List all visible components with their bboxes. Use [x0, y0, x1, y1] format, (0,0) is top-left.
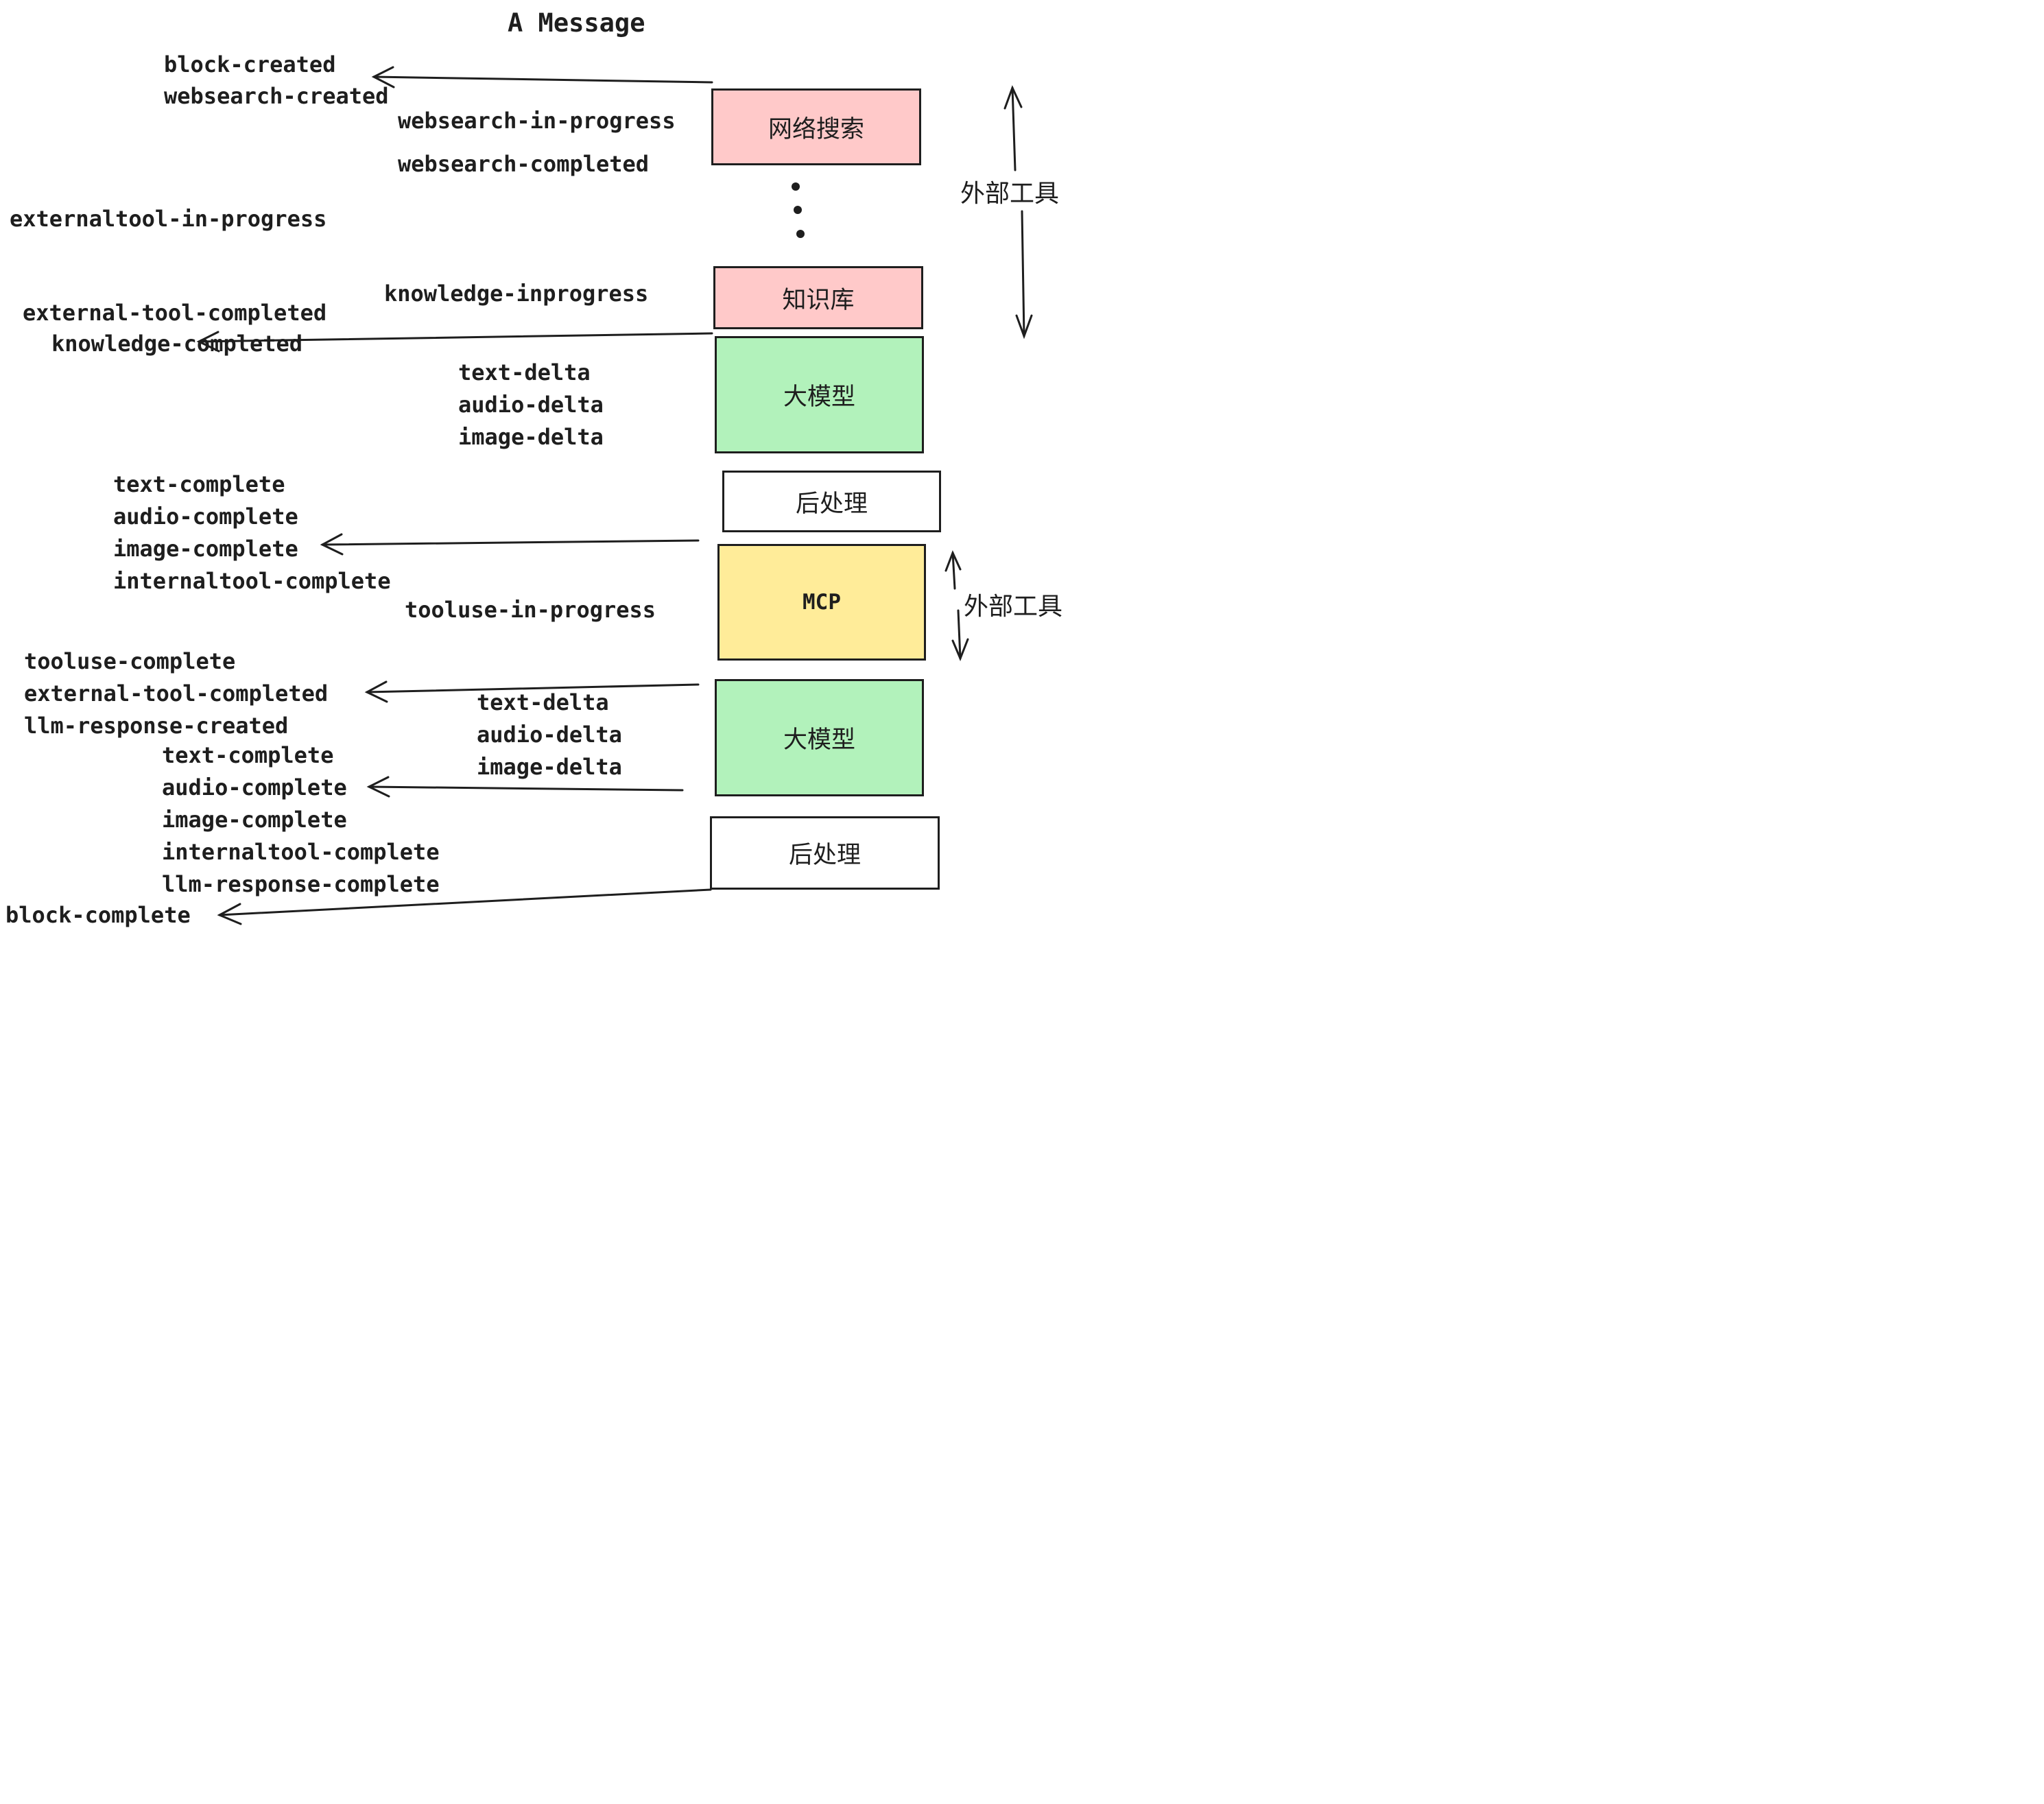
event-image-delta-2: image-delta — [477, 754, 622, 780]
arrow-down-external-tools-mid-icon — [951, 609, 969, 661]
box-mcp: MCP — [717, 544, 926, 661]
event-externaltool-in-progress: externaltool-in-progress — [10, 206, 327, 232]
arrow-left-audio-complete-icon — [366, 776, 684, 798]
event-tooluse-in-progress: tooluse-in-progress — [405, 597, 656, 623]
event-group-completes-1: text-complete audio-complete image-compl… — [113, 473, 391, 592]
event-block-created: block-created — [164, 51, 336, 78]
event-internaltool-complete: internaltool-complete — [113, 568, 391, 594]
diagram-title: A Message — [508, 8, 645, 38]
arrow-up-external-tools-top-icon — [1003, 85, 1023, 171]
event-image-delta: image-delta — [458, 424, 604, 450]
event-websearch-in-progress: websearch-in-progress — [398, 108, 676, 134]
arrow-down-external-tools-top-icon — [1015, 210, 1033, 340]
event-knowledge-completed: knowledge-completed — [51, 331, 303, 357]
event-group-deltas-2: text-delta audio-delta image-delta — [477, 691, 622, 778]
event-external-tool-completed-2: external-tool-completed — [24, 680, 329, 707]
diagram-arrows-layer — [196, 66, 1033, 925]
arrow-left-tooluse-complete-icon — [364, 680, 700, 703]
box-post-process-2: 后处理 — [710, 816, 940, 890]
event-text-delta-2: text-delta — [477, 689, 609, 715]
label-external-tools-mid: 外部工具 — [964, 593, 1062, 621]
arrow-left-block-created-icon — [371, 66, 713, 88]
box-llm-1: 大模型 — [715, 336, 924, 453]
event-audio-complete: audio-complete — [113, 503, 298, 530]
ellipsis-dots-icon — [792, 182, 805, 238]
event-block-complete: block-complete — [5, 902, 191, 928]
event-websearch-completed: websearch-completed — [398, 151, 650, 177]
box-post-process-1: 后处理 — [722, 471, 941, 532]
event-llm-response-created: llm-response-created — [24, 713, 289, 739]
event-text-complete-2: text-complete — [162, 742, 334, 768]
event-image-complete-2: image-complete — [162, 807, 347, 833]
arrow-up-external-tools-mid-icon — [944, 550, 962, 590]
event-group-deltas-1: text-delta audio-delta image-delta — [458, 361, 604, 448]
event-internaltool-complete-2: internaltool-complete — [162, 839, 440, 865]
event-flow-diagram: A Message block-created websearch-create… — [0, 0, 1062, 938]
arrow-left-block-complete-icon — [217, 888, 712, 925]
event-external-tool-completed: external-tool-completed — [23, 300, 327, 326]
event-audio-delta-2: audio-delta — [477, 722, 622, 748]
box-llm-2: 大模型 — [715, 679, 924, 796]
event-group-completes-2: text-complete audio-complete image-compl… — [162, 744, 440, 895]
event-websearch-created: websearch-created — [164, 83, 389, 109]
label-external-tools-top: 外部工具 — [960, 180, 1060, 208]
event-llm-response-complete: llm-response-complete — [162, 871, 440, 897]
event-text-complete: text-complete — [113, 471, 285, 497]
event-tooluse-complete: tooluse-complete — [24, 648, 236, 674]
event-audio-complete-2: audio-complete — [162, 774, 347, 800]
box-web-search: 网络搜索 — [711, 88, 921, 165]
arrow-left-knowledge-completed-icon — [196, 331, 713, 353]
event-image-complete: image-complete — [113, 536, 298, 562]
box-knowledge-base: 知识库 — [713, 266, 923, 329]
event-text-delta: text-delta — [458, 359, 591, 385]
arrow-left-image-complete-icon — [320, 533, 700, 556]
event-audio-delta: audio-delta — [458, 392, 604, 418]
event-knowledge-inprogress: knowledge-inprogress — [384, 281, 649, 307]
